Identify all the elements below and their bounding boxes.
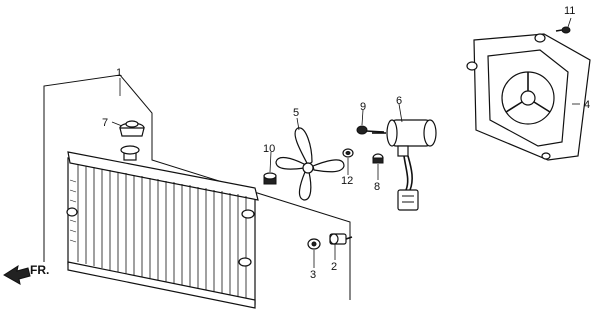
screw-9 <box>356 125 385 135</box>
label-part-11: 11 <box>564 5 575 17</box>
label-part-8: 8 <box>374 181 380 193</box>
thermo-switch <box>329 233 353 245</box>
front-direction-arrow <box>3 264 31 285</box>
leader-lines <box>111 17 580 268</box>
nut-10 <box>263 172 277 185</box>
radiator <box>66 145 259 309</box>
label-part-7: 7 <box>102 117 108 129</box>
label-part-5: 5 <box>293 107 299 119</box>
nut-8 <box>372 153 384 164</box>
fan <box>275 127 345 201</box>
fan-motor <box>372 119 437 211</box>
part-labels: 1 2 3 4 5 6 7 8 9 10 11 12 FR. <box>30 5 590 281</box>
label-part-2: 2 <box>331 261 337 273</box>
label-part-6: 6 <box>396 95 402 107</box>
radiator-cap <box>119 120 145 137</box>
bolt-11 <box>555 26 571 34</box>
front-direction-label: FR. <box>30 263 49 277</box>
label-part-1: 1 <box>116 67 122 79</box>
label-part-4: 4 <box>584 99 590 111</box>
radiator-assembly-outline <box>43 74 351 300</box>
label-part-12: 12 <box>341 175 353 187</box>
label-part-9: 9 <box>360 101 366 113</box>
washer-3 <box>307 238 321 250</box>
washer-12 <box>342 148 354 158</box>
fan-shroud <box>466 33 591 161</box>
label-part-3: 3 <box>310 269 316 281</box>
label-part-10: 10 <box>263 143 275 155</box>
